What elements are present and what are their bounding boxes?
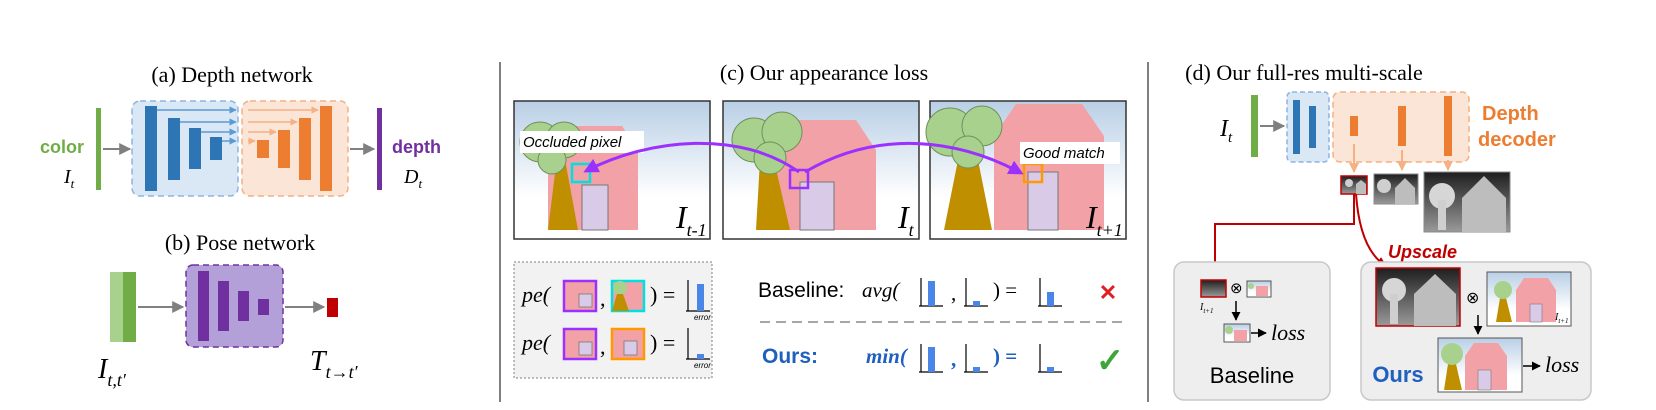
decoder-layer-1 (257, 140, 269, 158)
input-image-bar (96, 108, 101, 190)
baseline-box: ⊗ It+1 loss Baseline (1173, 261, 1331, 401)
min-func: min( (866, 344, 909, 368)
input-image-symbol: It (63, 166, 75, 191)
baseline-close: ) = (993, 278, 1017, 302)
error-label-2: error (694, 361, 711, 370)
ours-close: ) = (993, 344, 1017, 368)
color-label: color (40, 137, 84, 157)
error-bar-high (697, 284, 704, 311)
decoder-layer-4 (320, 106, 332, 191)
decoder-layer-3 (299, 118, 311, 180)
pose-layer-4 (258, 299, 269, 315)
pe-label-2: pe( (520, 330, 552, 355)
panel-d-title: (d) Our full-res multi-scale (1185, 60, 1423, 85)
cross-mark: ✕ (1099, 280, 1117, 305)
d-decoder-layer-1 (1350, 116, 1358, 136)
pose-layer-3 (238, 291, 249, 321)
error-bar-low (697, 354, 704, 359)
depth-label: depth (392, 137, 441, 157)
ours-comma: , (951, 347, 956, 371)
good-match-label: Good match (1023, 145, 1105, 162)
encoder-layer-1 (145, 106, 157, 191)
baseline-label: Baseline: (758, 279, 844, 302)
pose-output-symbol: Tt→t′ (310, 346, 359, 382)
depth-decoder-label-1: Depth (1482, 103, 1539, 125)
panel-full-res-multiscale: (d) Our full-res multi-scale It Depth de… (1173, 60, 1592, 401)
pose-encoder-box (185, 264, 284, 348)
baseline-comma: , (951, 281, 956, 305)
frame-t-plus-1-symbol: It+1 (1085, 199, 1123, 240)
otimes-ours: ⊗ (1466, 290, 1479, 307)
baseline-loss-label: loss (1271, 320, 1305, 345)
close-eq-1: ) = (650, 282, 675, 307)
upscale-arrow (1355, 193, 1387, 267)
depth-decoder-label-2: decoder (1478, 129, 1556, 151)
frame-t: It (722, 100, 920, 240)
encoder-layer-3 (189, 128, 201, 169)
d-input-bar (1251, 95, 1258, 157)
occluded-pixel-label: Occluded pixel (523, 134, 622, 151)
pose-input-frame-1 (110, 272, 123, 342)
panel-b-title: (b) Pose network (165, 230, 315, 255)
small-input-symbol: It+1 (1199, 302, 1214, 315)
correspondence-arrow-left (583, 141, 800, 174)
ours-row: Ours: min( , ) = ✓ (762, 342, 1124, 380)
ours-loss-label: loss (1545, 352, 1579, 377)
frame-t-minus-1-symbol: It-1 (675, 199, 707, 240)
ours-box-label: Ours (1372, 362, 1423, 387)
panel-a-title: (a) Depth network (151, 62, 312, 87)
panel-depth-network: (a) Depth network color It depth Dt (40, 62, 441, 197)
comma-1: , (600, 286, 606, 311)
encoder-layer-2 (168, 118, 180, 180)
panel-appearance-loss: (c) Our appearance loss Occluded pixel I… (513, 60, 1128, 380)
d-decoder-layer-2 (1398, 106, 1406, 146)
pe-label-1: pe( (520, 282, 552, 307)
pose-layer-2 (218, 281, 229, 331)
avg-func: avg( (862, 278, 901, 302)
ours-label: Ours: (762, 345, 818, 368)
skip-connections (157, 106, 319, 145)
check-mark: ✓ (1096, 342, 1125, 380)
pe-box (513, 261, 713, 379)
close-eq-2: ) = (650, 330, 675, 355)
d-decoder-layer-3 (1444, 96, 1452, 156)
decoder-layer-2 (278, 130, 290, 168)
pose-input-frame-2 (123, 272, 136, 342)
error-label-1: error (694, 313, 711, 322)
pose-layer-1 (198, 271, 209, 341)
otimes-baseline: ⊗ (1230, 280, 1243, 297)
comma-2: , (600, 334, 606, 359)
pe-row-2: pe( , ) = error (520, 327, 711, 370)
frame-t-minus-1: Occluded pixel It-1 (513, 100, 711, 240)
upscale-label: Upscale (1388, 242, 1457, 262)
depth-map-medium (1373, 173, 1419, 205)
output-depth-bar (377, 108, 382, 190)
frame-t-plus-1: Good match It+1 (925, 100, 1127, 240)
baseline-box-label: Baseline (1210, 363, 1294, 388)
correspondence-arrow-right (804, 141, 1024, 175)
pose-output (327, 298, 338, 317)
output-depth-symbol: Dt (403, 166, 422, 191)
encoder-box (131, 100, 239, 197)
ours-small-symbol: It+1 (1554, 312, 1569, 325)
depth-map-large (1423, 171, 1511, 233)
baseline-arrow (1210, 194, 1355, 283)
depth-map-small (1340, 175, 1368, 195)
pose-input-symbol: It,t′ (97, 354, 127, 390)
pe-row-1: pe( , ) = error (520, 279, 711, 322)
encoder-layer-4 (210, 137, 222, 160)
frame-t-symbol: It (897, 199, 915, 240)
d-input-symbol: It (1219, 116, 1233, 146)
baseline-row: Baseline: avg( , ) = ✕ (758, 278, 1117, 307)
panel-pose-network: (b) Pose network It,t′ Tt→t′ (97, 230, 359, 390)
ours-box: ⊗ It+1 loss Ours (1360, 261, 1592, 401)
panel-c-title: (c) Our appearance loss (720, 60, 928, 85)
